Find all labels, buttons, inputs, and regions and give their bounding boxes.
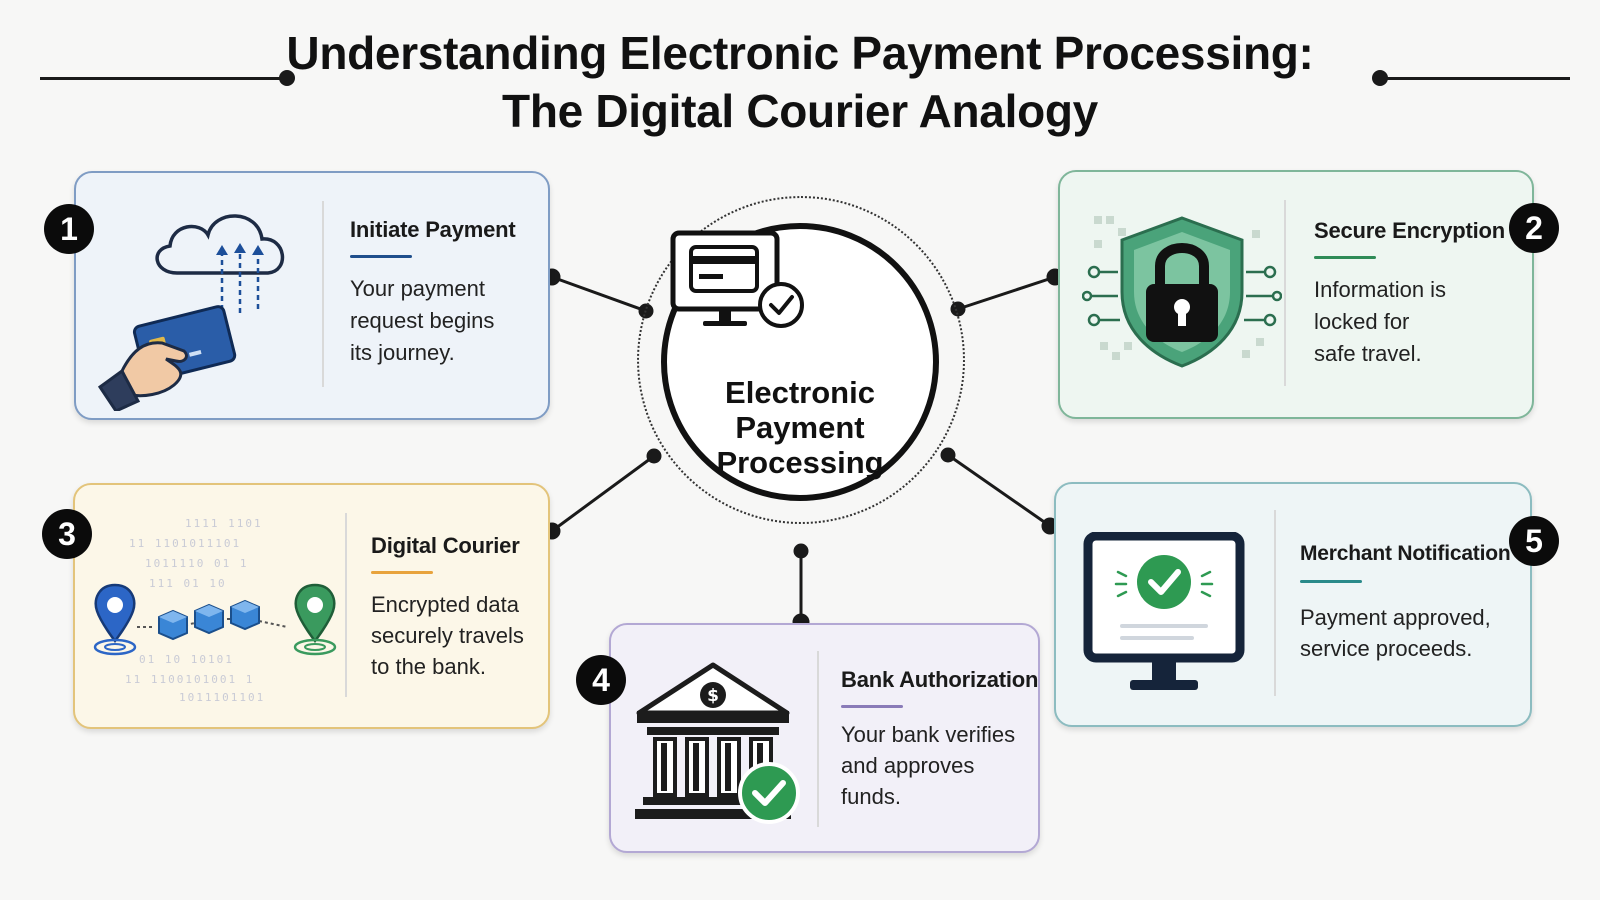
svg-text:1011110 01 1: 1011110 01 1 xyxy=(145,557,248,570)
bank-checkmark-icon: $ xyxy=(635,662,800,824)
step-4-badge: 4 xyxy=(576,655,626,705)
step-2-separator xyxy=(1284,200,1286,386)
title-line-2: The Digital Courier Analogy xyxy=(502,85,1098,137)
step-3-description: Encrypted data securely travels to the b… xyxy=(371,589,524,682)
location-pins-data-blocks-icon: 1111 1101 11 1101011101 1011110 01 1 111… xyxy=(93,517,337,703)
step-4-desc-line-2: and approves xyxy=(841,753,975,778)
title-rule-left xyxy=(40,77,285,80)
step-5-desc-line-1: Payment approved, xyxy=(1300,605,1491,630)
svg-text:$: $ xyxy=(707,686,719,706)
hub-circle: Electronic Payment Processing xyxy=(661,223,939,501)
step-5-description: Payment approved, service proceeds. xyxy=(1300,602,1491,664)
step-3-desc-line-2: securely travels xyxy=(371,623,524,648)
hub-label: Electronic Payment Processing xyxy=(667,375,933,480)
title-rule-right xyxy=(1378,77,1570,80)
svg-text:111 01 10: 111 01 10 xyxy=(149,577,227,590)
hub-label-line-3: Processing xyxy=(716,445,884,480)
step-2-title: Secure Encryption xyxy=(1314,218,1505,243)
step-5-separator xyxy=(1274,510,1276,696)
step-2-underline xyxy=(1314,256,1376,259)
svg-text:1111 1101: 1111 1101 xyxy=(185,517,263,530)
step-3-title: Digital Courier xyxy=(371,533,520,558)
step-4-title: Bank Authorization xyxy=(841,667,1039,692)
step-1-title: Initiate Payment xyxy=(350,217,516,242)
shield-padlock-icon xyxy=(1082,216,1282,368)
step-2-badge: 2 xyxy=(1509,203,1559,253)
svg-text:11 1100101001 1: 11 1100101001 1 xyxy=(125,673,254,686)
step-3-separator xyxy=(345,513,347,697)
step-1-badge: 1 xyxy=(44,204,94,254)
step-2-desc-line-2: locked for xyxy=(1314,309,1410,334)
title-rule-right-dot xyxy=(1372,70,1388,86)
step-1-separator xyxy=(322,201,324,387)
step-1-description: Your payment request begins its journey. xyxy=(350,273,494,369)
computer-card-checkmark-icon xyxy=(670,230,804,328)
step-1-desc-line-2: request begins xyxy=(350,308,495,333)
step-4-separator xyxy=(817,651,819,827)
connector-step-2 xyxy=(957,275,1056,311)
hand-credit-card-cloud-icon xyxy=(97,214,285,411)
hub-label-line-2: Payment xyxy=(735,410,865,445)
svg-text:01 10 10101: 01 10 10101 xyxy=(139,653,234,666)
step-3-badge: 3 xyxy=(42,509,92,559)
connector-step-5 xyxy=(947,453,1051,528)
step-card-2: Secure Encryption Information is locked … xyxy=(1058,170,1534,419)
step-1-desc-line-3: its journey. xyxy=(350,340,455,365)
step-2-description: Information is locked for safe travel. xyxy=(1314,274,1446,370)
title-rule-left-dot xyxy=(279,70,295,86)
step-2-desc-line-3: safe travel. xyxy=(1314,341,1422,366)
step-5-title: Merchant Notification xyxy=(1300,542,1511,565)
step-4-desc-line-1: Your bank verifies xyxy=(841,722,1016,747)
step-card-1: Initiate Payment Your payment request be… xyxy=(74,171,550,420)
step-5-badge: 5 xyxy=(1509,516,1559,566)
title-line-1: Understanding Electronic Payment Process… xyxy=(286,27,1314,79)
step-1-underline xyxy=(350,255,412,258)
step-1-desc-line-1: Your payment xyxy=(350,276,485,301)
step-card-3: 1111 1101 11 1101011101 1011110 01 1 111… xyxy=(73,483,550,729)
step-2-desc-line-1: Information is xyxy=(1314,277,1447,302)
step-card-4: $ Bank Authorization Your bank verifies … xyxy=(609,623,1040,853)
hub-dotted-ring xyxy=(637,196,965,524)
svg-text:1011101101: 1011101101 xyxy=(179,691,265,703)
step-4-underline xyxy=(841,705,903,708)
step-5-desc-line-2: service proceeds. xyxy=(1300,636,1473,661)
step-3-desc-line-3: to the bank. xyxy=(371,654,486,679)
monitor-checkmark-icon xyxy=(1083,532,1245,690)
step-4-desc-line-3: funds. xyxy=(841,784,901,809)
step-3-underline xyxy=(371,571,433,574)
step-card-5: Merchant Notification Payment approved, … xyxy=(1054,482,1532,727)
step-5-underline xyxy=(1300,580,1362,583)
page-title: Understanding Electronic Payment Process… xyxy=(0,24,1600,140)
connector-step-3 xyxy=(551,454,655,533)
svg-text:11 1101011101: 11 1101011101 xyxy=(129,537,241,550)
step-4-description: Your bank verifies and approves funds. xyxy=(841,719,1015,812)
hub-label-line-1: Electronic xyxy=(725,375,875,410)
connector-step-1 xyxy=(551,275,647,313)
step-3-desc-line-1: Encrypted data xyxy=(371,592,519,617)
